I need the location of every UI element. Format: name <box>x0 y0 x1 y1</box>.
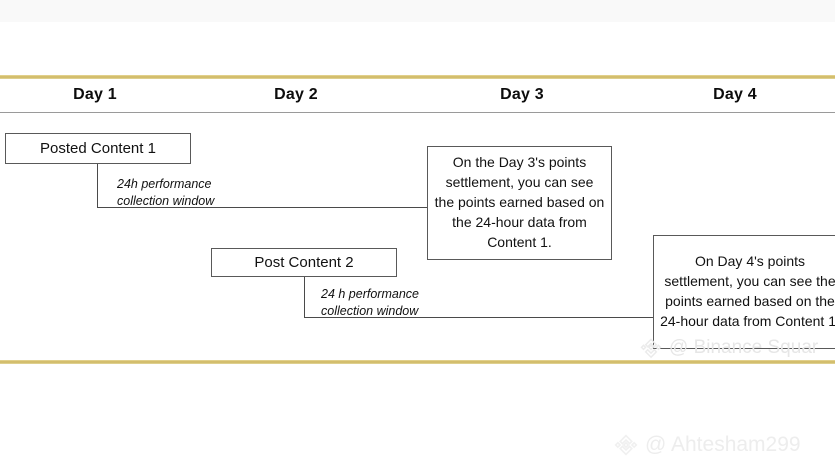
day3-settlement-note-text: On the Day 3's points settlement, you ca… <box>434 154 605 250</box>
day3-settlement-note-box: On the Day 3's points settlement, you ca… <box>427 146 612 260</box>
bracket-1-horizontal <box>97 207 427 209</box>
bracket-2-horizontal <box>304 317 654 319</box>
bracket-2-vertical <box>304 277 306 318</box>
post-content-2-box: Post Content 2 <box>211 248 397 277</box>
posted-content-1-box: Posted Content 1 <box>5 133 191 164</box>
watermark-user-handle: @ Ahtesham299 <box>614 433 801 457</box>
watermark-binance-square-text: @ Binance Squar <box>669 337 819 358</box>
day4-settlement-note-text: On Day 4's points settlement, you can se… <box>660 253 835 329</box>
header-divider <box>0 112 835 113</box>
binance-logo-icon <box>640 338 662 359</box>
watermark-binance-square: @ Binance Squar <box>640 337 818 359</box>
day-label-1: Day 1 <box>73 86 117 103</box>
watermark-user-handle-text: @ Ahtesham299 <box>645 433 801 456</box>
top-gray-strip <box>0 0 835 22</box>
gold-divider-bottom <box>0 360 835 364</box>
bracket-2-caption: 24 h performance collection window <box>321 287 419 318</box>
day4-settlement-note-box: On Day 4's points settlement, you can se… <box>653 235 835 349</box>
day-label-2: Day 2 <box>274 86 318 103</box>
day-label-3: Day 3 <box>500 86 544 103</box>
gold-divider-top <box>0 75 835 79</box>
day-label-4: Day 4 <box>713 86 757 103</box>
bracket-1-caption: 24h performance collection window <box>117 177 215 208</box>
bracket-1-vertical <box>97 164 99 208</box>
binance-logo-icon <box>614 434 638 456</box>
